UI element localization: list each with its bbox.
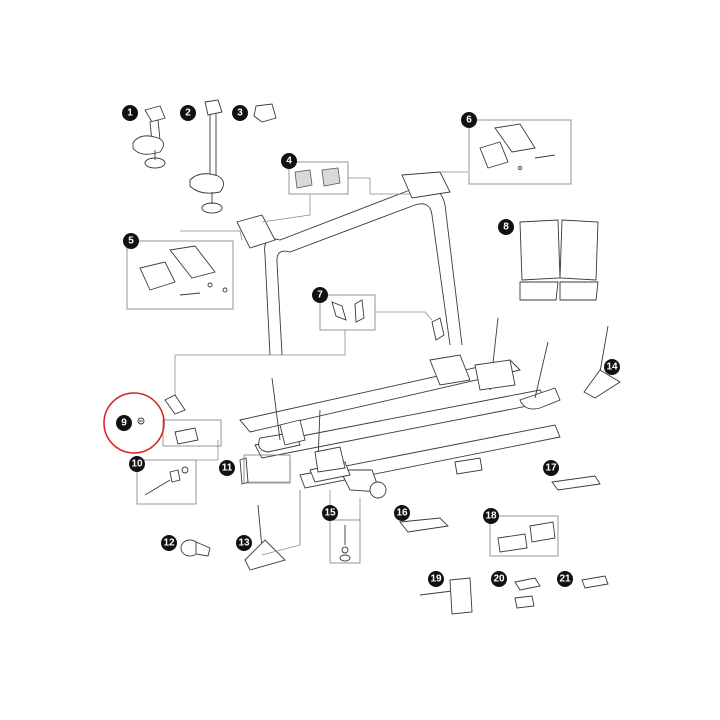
svg-text:13: 13 bbox=[238, 538, 250, 549]
part-18-light-kit bbox=[489, 515, 559, 557]
part-5-wheel-stop-kit bbox=[126, 240, 234, 310]
part-9-highlight-ring bbox=[103, 392, 165, 454]
part-label-5: 5 bbox=[123, 233, 139, 249]
svg-text:14: 14 bbox=[606, 362, 618, 373]
part-label-16: 16 bbox=[394, 505, 410, 521]
part-11-strap bbox=[239, 454, 291, 485]
part-16-tail-cap bbox=[399, 517, 449, 533]
part-14-wheel-holder bbox=[583, 325, 621, 399]
part-19-license-holder bbox=[419, 577, 473, 615]
part-label-17: 17 bbox=[543, 460, 559, 476]
part-label-19: 19 bbox=[428, 571, 444, 587]
svg-text:6: 6 bbox=[466, 115, 472, 126]
part-label-18: 18 bbox=[483, 508, 499, 524]
part-15-bolt-set bbox=[329, 519, 361, 564]
part-12-knob bbox=[180, 539, 211, 557]
part-20-lock-and-key bbox=[514, 577, 541, 609]
part-label-15: 15 bbox=[322, 505, 338, 521]
svg-text:4: 4 bbox=[286, 156, 292, 167]
part-label-12: 12 bbox=[161, 535, 177, 551]
leader-lines bbox=[174, 171, 468, 545]
part-label-11: 11 bbox=[219, 460, 235, 476]
part-label-1: 1 bbox=[122, 105, 138, 121]
part-1-frame-holder bbox=[132, 105, 166, 169]
svg-text:21: 21 bbox=[559, 574, 571, 585]
part-label-21: 21 bbox=[557, 571, 573, 587]
svg-text:3: 3 bbox=[237, 108, 243, 119]
main-frame bbox=[236, 171, 561, 499]
part-9-screw bbox=[137, 394, 222, 447]
part-label-7: 7 bbox=[312, 287, 328, 303]
svg-text:8: 8 bbox=[503, 222, 509, 233]
part-13-wheel-holder bbox=[244, 490, 301, 571]
svg-text:11: 11 bbox=[222, 463, 233, 474]
svg-text:16: 16 bbox=[396, 508, 408, 519]
part-10-hardware bbox=[136, 459, 197, 505]
part-label-10: 10 bbox=[129, 456, 145, 472]
part-3-cap bbox=[253, 103, 277, 123]
part-label-2: 2 bbox=[180, 105, 196, 121]
part-label-14: 14 bbox=[604, 359, 620, 375]
svg-text:7: 7 bbox=[317, 290, 323, 301]
part-label-badges: 1 2 3 4 5 6 7 8 9 10 11 12 13 14 15 16 1… bbox=[116, 105, 620, 587]
svg-text:18: 18 bbox=[485, 511, 497, 522]
svg-text:10: 10 bbox=[131, 459, 143, 470]
part-21-key bbox=[581, 575, 609, 589]
svg-text:17: 17 bbox=[545, 463, 557, 474]
svg-text:19: 19 bbox=[430, 574, 442, 585]
part-17-tail-cap bbox=[551, 475, 601, 491]
part-label-3: 3 bbox=[232, 105, 248, 121]
svg-text:15: 15 bbox=[324, 508, 336, 519]
svg-text:5: 5 bbox=[128, 236, 134, 247]
part-8-mat bbox=[519, 219, 599, 301]
svg-text:12: 12 bbox=[163, 538, 175, 549]
part-2-long-holder bbox=[189, 99, 224, 214]
svg-text:9: 9 bbox=[121, 418, 127, 429]
svg-text:1: 1 bbox=[127, 108, 133, 119]
svg-text:20: 20 bbox=[493, 574, 505, 585]
part-label-6: 6 bbox=[461, 112, 477, 128]
part-6-wheel-stop-kit bbox=[468, 119, 572, 185]
part-label-20: 20 bbox=[491, 571, 507, 587]
part-label-13: 13 bbox=[236, 535, 252, 551]
part-label-9: 9 bbox=[116, 415, 132, 431]
part-label-8: 8 bbox=[498, 219, 514, 235]
part-label-4: 4 bbox=[281, 153, 297, 169]
part-4-end-caps bbox=[288, 161, 349, 195]
svg-text:2: 2 bbox=[185, 108, 191, 119]
part-7-straps bbox=[319, 294, 445, 341]
